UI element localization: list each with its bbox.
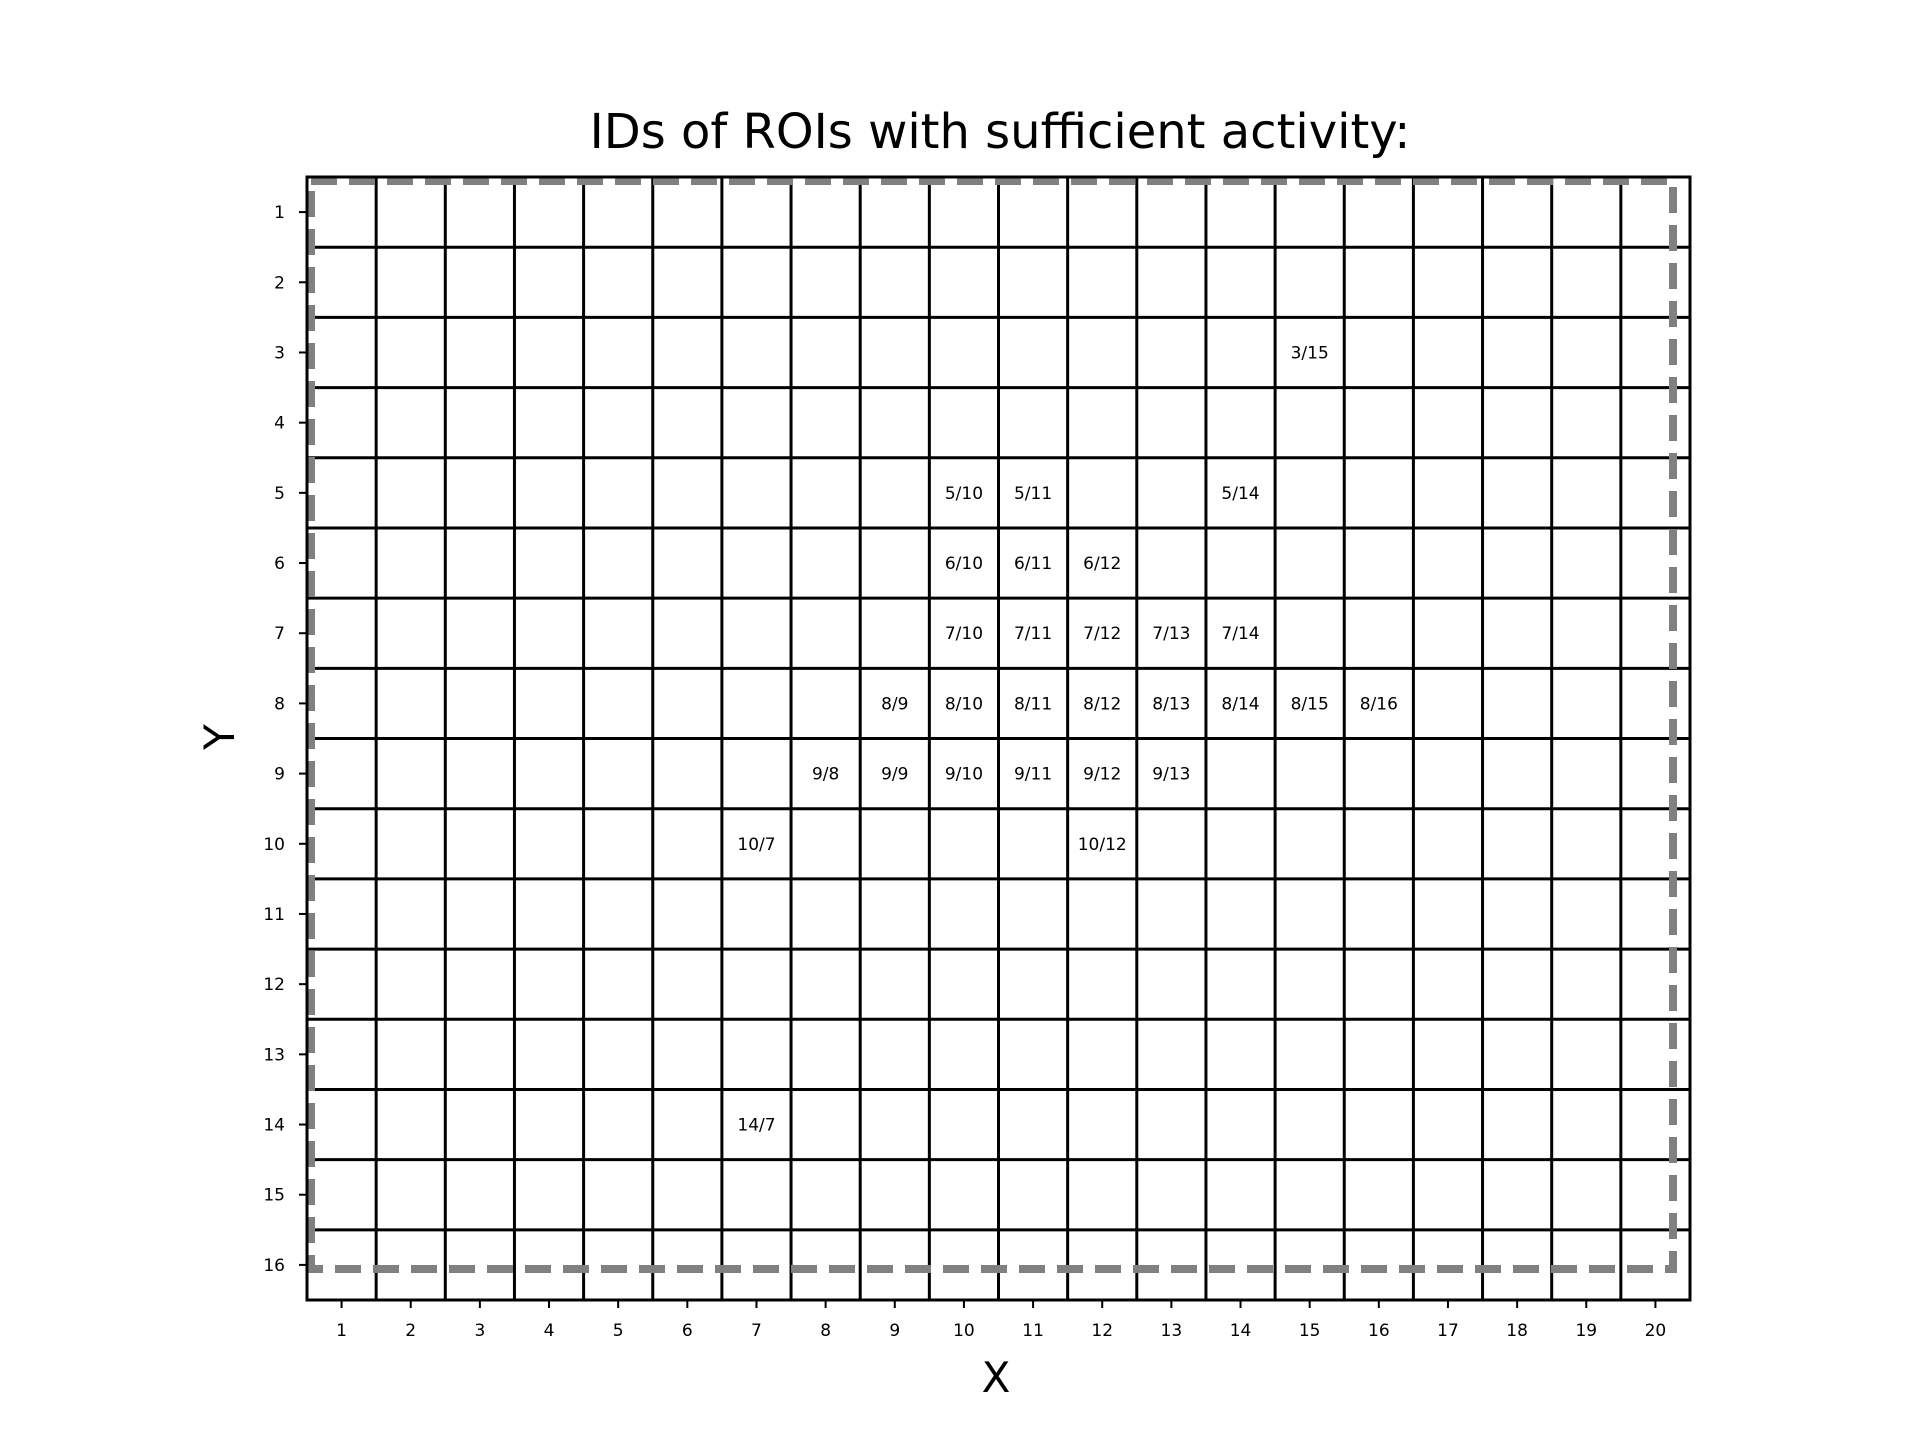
- roi-cell-label: 8/16: [1360, 694, 1398, 714]
- axes-frame: [305, 175, 1692, 1302]
- y-tick-label: 7: [274, 624, 285, 644]
- roi-cell-label: 8/11: [1014, 694, 1052, 714]
- roi-cell-label: 10/7: [737, 835, 775, 855]
- roi-cell-labels: 3/15 5/10 5/11 5/14 6/10 6/11 6/12 7/10 7/11 7/12…: [737, 343, 1398, 1135]
- x-tick-label: 5: [613, 1321, 624, 1341]
- x-tick-label: 18: [1506, 1321, 1528, 1341]
- x-tick-label: 8: [820, 1321, 831, 1341]
- y-tick-label: 13: [263, 1045, 285, 1065]
- x-tick-label: 6: [682, 1321, 693, 1341]
- y-tick-label: 10: [263, 835, 285, 855]
- x-tick-label: 11: [1022, 1321, 1044, 1341]
- x-tick-label: 3: [474, 1321, 485, 1341]
- roi-cell-label: 9/10: [945, 765, 983, 785]
- x-tick-label: 19: [1575, 1321, 1597, 1341]
- x-axis-label: X: [982, 1353, 1011, 1402]
- x-tick-label: 2: [405, 1321, 416, 1341]
- roi-cell-label: 8/9: [881, 694, 908, 714]
- roi-cell-label: 8/15: [1291, 694, 1329, 714]
- roi-cell-label: 6/10: [945, 554, 983, 574]
- x-tick-label: 12: [1091, 1321, 1113, 1341]
- roi-cell-label: 9/9: [881, 765, 908, 785]
- roi-cell-label: 5/14: [1221, 484, 1259, 504]
- roi-cell-label: 14/7: [737, 1116, 775, 1136]
- x-tick-label: 9: [889, 1321, 900, 1341]
- roi-cell-label: 8/10: [945, 694, 983, 714]
- y-axis-label: Y: [195, 724, 244, 751]
- roi-cell-label: 6/11: [1014, 554, 1052, 574]
- y-tick-label: 6: [274, 554, 285, 574]
- x-tick-label: 7: [751, 1321, 762, 1341]
- y-tick-label: 15: [263, 1186, 285, 1206]
- roi-cell-label: 7/14: [1221, 624, 1259, 644]
- roi-boundary-rect: [307, 177, 1677, 1273]
- roi-cell-label: 5/11: [1014, 484, 1052, 504]
- y-tick-label: 14: [263, 1116, 285, 1136]
- roi-cell-label: 10/12: [1078, 835, 1127, 855]
- x-tick-label: 15: [1299, 1321, 1321, 1341]
- roi-boundary: [307, 177, 1677, 1273]
- y-tick-label: 9: [274, 765, 285, 785]
- roi-cell-label: 9/12: [1083, 765, 1121, 785]
- x-tick-label: 4: [544, 1321, 555, 1341]
- y-tick-label: 1: [274, 203, 285, 223]
- x-tick-label: 16: [1368, 1321, 1390, 1341]
- x-tick-label: 10: [953, 1321, 975, 1341]
- y-tick-label: 5: [274, 484, 285, 504]
- roi-cell-label: 8/12: [1083, 694, 1121, 714]
- y-tick-label: 8: [274, 694, 285, 714]
- roi-cell-label: 7/13: [1152, 624, 1190, 644]
- roi-cell-label: 5/10: [945, 484, 983, 504]
- y-tick-label: 3: [274, 343, 285, 363]
- y-tick-label: 16: [263, 1256, 285, 1276]
- roi-cell-label: 8/14: [1221, 694, 1259, 714]
- roi-cell-label: 3/15: [1291, 343, 1329, 363]
- plot-frame: [305, 175, 1692, 1302]
- x-tick-label: 1: [336, 1321, 347, 1341]
- chart-title: IDs of ROIs with sufficient activity:: [590, 104, 1411, 160]
- x-tick-label: 17: [1437, 1321, 1459, 1341]
- y-tick-label: 11: [263, 905, 285, 925]
- roi-cell-label: 7/10: [945, 624, 983, 644]
- y-tick-label: 2: [274, 273, 285, 293]
- roi-cell-label: 9/8: [812, 765, 839, 785]
- y-tick-label: 4: [274, 414, 285, 434]
- roi-cell-label: 9/13: [1152, 765, 1190, 785]
- roi-cell-label: 7/12: [1083, 624, 1121, 644]
- y-tick-label: 12: [263, 975, 285, 995]
- grid-lines: [307, 177, 1690, 1300]
- x-tick-label: 13: [1161, 1321, 1183, 1341]
- roi-cell-label: 9/11: [1014, 765, 1052, 785]
- x-tick-label: 20: [1645, 1321, 1667, 1341]
- roi-cell-label: 7/11: [1014, 624, 1052, 644]
- x-tick-label: 14: [1230, 1321, 1252, 1341]
- roi-cell-label: 6/12: [1083, 554, 1121, 574]
- roi-cell-label: 8/13: [1152, 694, 1190, 714]
